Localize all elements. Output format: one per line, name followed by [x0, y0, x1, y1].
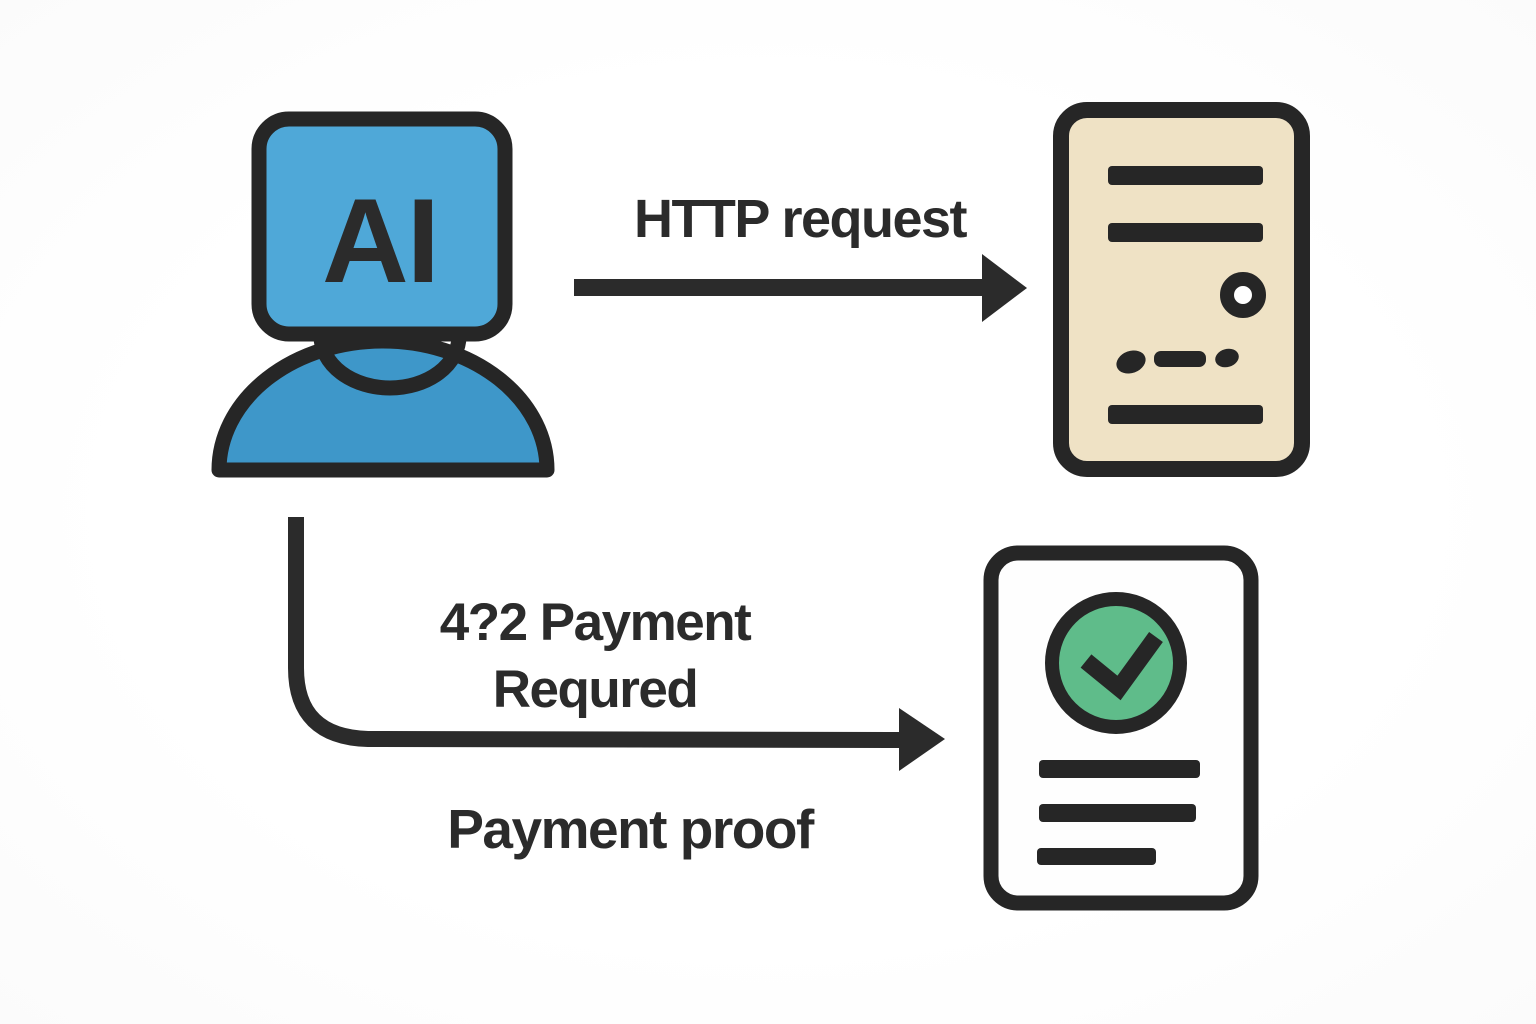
receipt-check-icon: [983, 545, 1259, 911]
payment-required-label: 4?2 Payment Requred: [370, 589, 820, 723]
receipt-text-line: [1037, 848, 1156, 865]
server-body: [1053, 102, 1310, 477]
server-slot-line: [1108, 405, 1263, 424]
server-slot-line: [1108, 166, 1263, 185]
ai-agent-neck-arc: [313, 335, 467, 396]
payment-required-label-line2: Requred: [492, 660, 699, 719]
request-arrow-head: [982, 254, 1027, 322]
receipt-text-line: [1039, 760, 1200, 778]
ai-agent-head: [251, 111, 513, 342]
http-request-label: HTTP request: [633, 189, 968, 249]
checkmark-circle-icon: [1045, 592, 1187, 734]
arrow-right-icon: [574, 254, 1027, 322]
response-arrow-shaft: [288, 517, 902, 748]
payment-proof-label: Payment proof: [447, 798, 814, 860]
receipt-text-line: [1039, 804, 1196, 822]
server-slot-line: [1108, 223, 1263, 242]
ai-person-icon: AI: [211, 111, 555, 478]
server-dashed-line: [1116, 348, 1239, 374]
request-arrow-shaft: [574, 279, 986, 296]
arrow-elbow-right-icon: [288, 517, 945, 771]
server-power-button: [1220, 272, 1266, 318]
checkmark-icon: [1080, 632, 1163, 701]
server-document-icon: [1053, 102, 1310, 477]
payment-required-label-line1: 4?2 Payment: [439, 593, 752, 652]
ai-agent-label: AI: [322, 174, 438, 308]
response-arrow-head: [899, 708, 945, 771]
ai-agent-body: [211, 333, 555, 478]
